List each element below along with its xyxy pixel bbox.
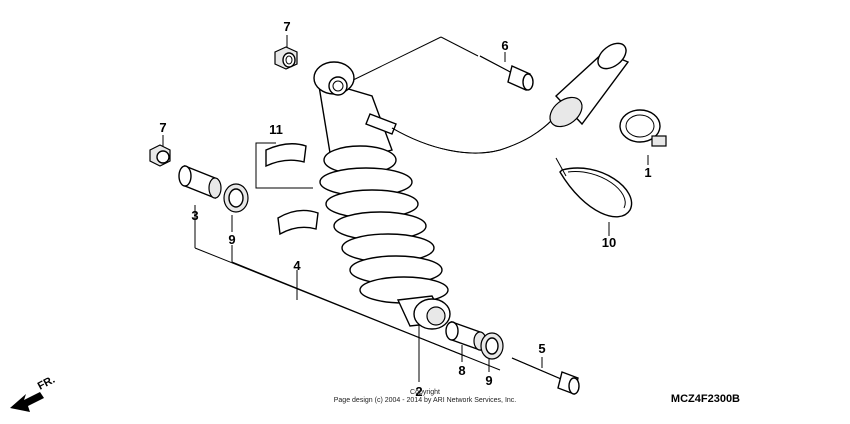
callout-8: 8 — [458, 363, 465, 378]
bolt-part-6 — [479, 55, 534, 91]
nut-part-7-upper — [274, 46, 298, 70]
collar-part-8 — [445, 321, 487, 351]
band-part-10 — [555, 157, 633, 218]
callout-5: 5 — [538, 341, 545, 356]
callout-labels: 1 2 3 4 5 6 7 7 8 9 9 10 11 — [159, 19, 651, 399]
front-direction-arrow-icon — [10, 392, 44, 412]
bolt-part-5 — [511, 357, 580, 395]
callout-4: 4 — [293, 258, 301, 273]
label-part-4 — [277, 209, 319, 236]
label-part-11 — [265, 143, 307, 168]
direction-label: FR. — [36, 374, 57, 393]
bearing-part-9-left — [223, 183, 249, 213]
bearing-part-9-right — [480, 332, 504, 360]
shock-absorber-part-2 — [313, 61, 553, 330]
shock-reservoir — [549, 42, 630, 128]
callout-6: 6 — [501, 38, 508, 53]
copyright-line-2: Page design (c) 2004 - 2014 by ARI Netwo… — [334, 397, 517, 404]
callout-9-right: 9 — [485, 373, 492, 388]
nut-part-7-lower — [149, 144, 171, 167]
leader-lines — [162, 35, 649, 382]
collar-part-3 — [178, 164, 222, 200]
callout-7-lower: 7 — [159, 120, 166, 135]
callout-10: 10 — [602, 235, 616, 250]
callout-7-upper: 7 — [283, 19, 290, 34]
diagram-code: MCZ4F2300B — [671, 393, 740, 405]
callout-3: 3 — [191, 208, 198, 223]
callout-2: 2 — [415, 384, 422, 399]
callout-1: 1 — [644, 165, 651, 180]
copyright-line-1: Copyright — [410, 389, 440, 396]
callout-11: 11 — [269, 122, 283, 137]
callout-9-left: 9 — [228, 232, 235, 247]
clamp-part-1 — [619, 109, 667, 147]
